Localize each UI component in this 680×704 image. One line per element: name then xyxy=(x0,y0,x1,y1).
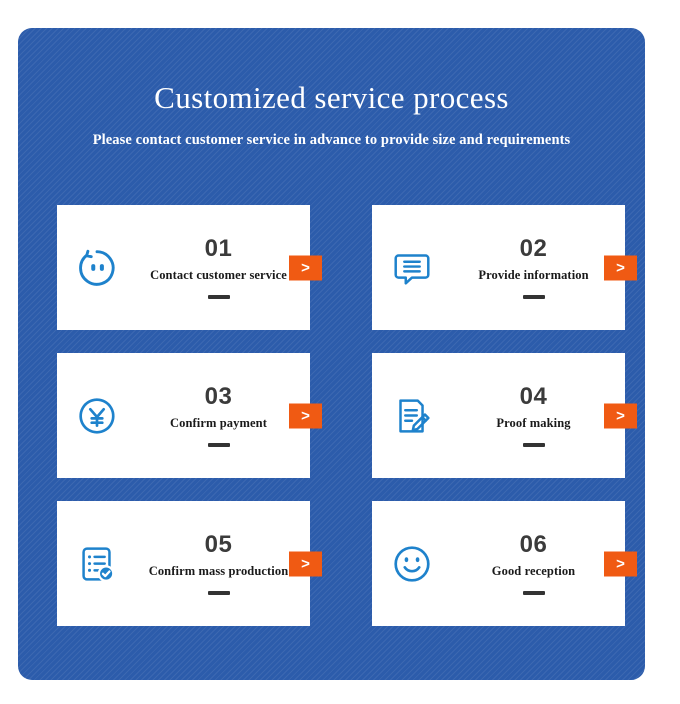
step-card-body: 01 Contact customer service xyxy=(131,234,310,300)
step-label: Confirm payment xyxy=(170,416,267,431)
step-card-01[interactable]: 01 Contact customer service > xyxy=(57,205,322,330)
step-divider-dash xyxy=(522,295,545,300)
step-number: 03 xyxy=(204,382,233,410)
document-pencil-icon xyxy=(372,353,446,478)
page-title: Customized service process xyxy=(154,80,509,115)
page-subtitle: Please contact customer service in advan… xyxy=(92,132,571,148)
step-number: 05 xyxy=(204,530,233,558)
step-arrow-button[interactable]: > xyxy=(604,403,637,428)
process-panel: Customized service process Please contac… xyxy=(18,28,645,680)
step-label: Provide information xyxy=(478,268,589,283)
step-number: 04 xyxy=(519,382,548,410)
customer-service-face-icon xyxy=(57,205,131,330)
step-number: 02 xyxy=(519,234,548,262)
step-card-body: 06 Good reception xyxy=(446,530,625,596)
step-label: Confirm mass production xyxy=(148,564,289,579)
checklist-check-badge-icon xyxy=(57,501,131,626)
step-arrow-button[interactable]: > xyxy=(604,255,637,280)
step-label: Contact customer service xyxy=(150,268,287,283)
step-label: Proof making xyxy=(496,416,571,431)
speech-bubble-lines-icon xyxy=(372,205,446,330)
step-divider-dash xyxy=(207,443,230,448)
step-card-04[interactable]: 04 Proof making > xyxy=(372,353,637,478)
step-card-body: 05 Confirm mass production xyxy=(131,530,310,596)
step-card-body: 02 Provide information xyxy=(446,234,625,300)
step-label: Good reception xyxy=(491,564,576,579)
step-card-body: 04 Proof making xyxy=(446,382,625,448)
step-card-06[interactable]: 06 Good reception > xyxy=(372,501,637,626)
step-card-02[interactable]: 02 Provide information > xyxy=(372,205,637,330)
steps-row: 01 Contact customer service > xyxy=(57,205,637,330)
step-card-05[interactable]: 05 Confirm mass production > xyxy=(57,501,322,626)
step-card-body: 03 Confirm payment xyxy=(131,382,310,448)
step-arrow-button[interactable]: > xyxy=(289,551,322,576)
yuan-currency-circle-icon xyxy=(57,353,131,478)
step-number: 01 xyxy=(204,234,233,262)
smiley-face-icon xyxy=(372,501,446,626)
step-divider-dash xyxy=(522,591,545,596)
step-divider-dash xyxy=(207,591,230,596)
step-card-03[interactable]: 03 Confirm payment > xyxy=(57,353,322,478)
step-divider-dash xyxy=(207,295,230,300)
step-arrow-button[interactable]: > xyxy=(289,255,322,280)
steps-row: 03 Confirm payment > xyxy=(57,353,637,478)
step-arrow-button[interactable]: > xyxy=(604,551,637,576)
step-divider-dash xyxy=(522,443,545,448)
step-number: 06 xyxy=(519,530,548,558)
steps-row: 05 Confirm mass production > xyxy=(57,501,637,626)
steps-grid: 01 Contact customer service > xyxy=(57,205,637,626)
step-arrow-button[interactable]: > xyxy=(289,403,322,428)
